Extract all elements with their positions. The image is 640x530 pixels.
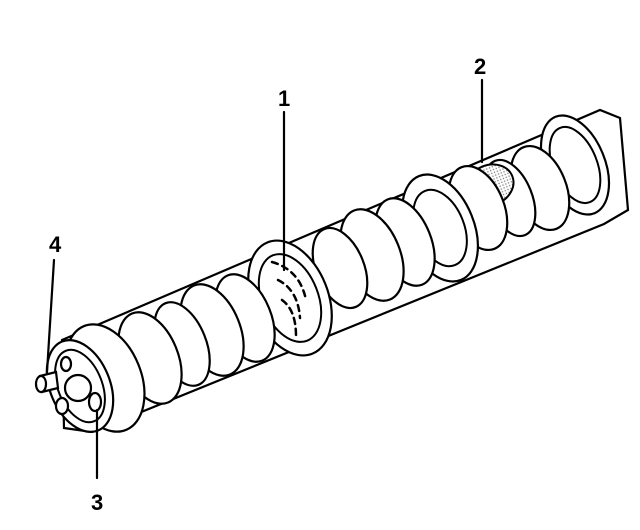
- callout-label-4: 4: [49, 232, 62, 257]
- callout-label-3: 3: [91, 490, 103, 515]
- leader-lines: [45, 78, 484, 480]
- callout-label-2: 2: [474, 54, 486, 79]
- dowel-pin: [34, 370, 60, 394]
- callout-label-1: 1: [278, 86, 290, 111]
- bolt-hole: [54, 355, 103, 416]
- leader-line-4: [45, 258, 56, 374]
- callout-labels: 1 2 3 4: [49, 54, 486, 515]
- cam-lobes: [117, 144, 571, 405]
